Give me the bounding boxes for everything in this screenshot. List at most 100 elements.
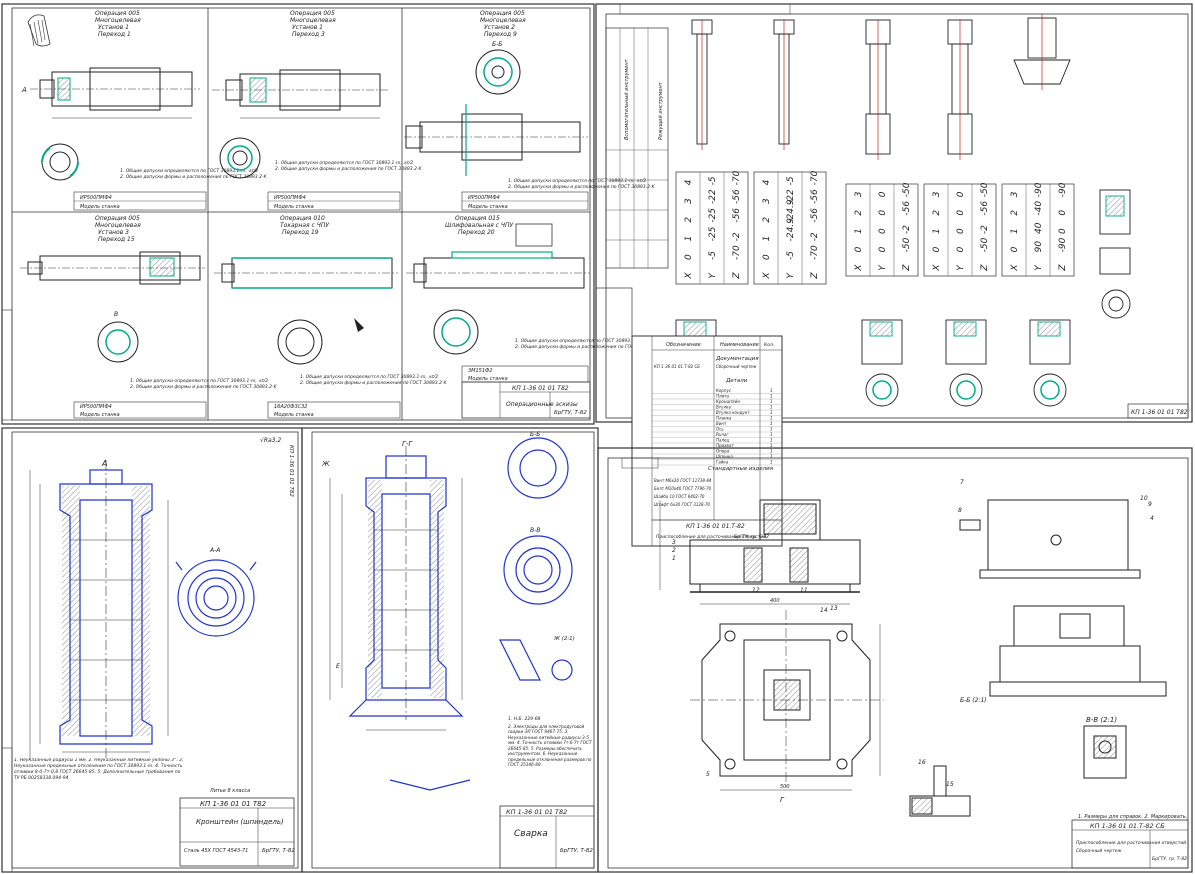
coord-cell-2-1-2: 0 [878, 228, 888, 234]
spec-part-12: Шпонка [716, 454, 733, 459]
sheet-assembly [597, 447, 1193, 873]
coord-cell-3-1-4: 0 [956, 191, 966, 197]
machine-top-2: ИР500ПМФ4 [274, 195, 306, 201]
machine-label-bottom-1: Модель станка [80, 412, 120, 418]
coord-cell-2-0-4: 3 [854, 191, 864, 197]
spec-part-4: Втулка кондукт. [716, 410, 751, 415]
tool-shafts [691, 14, 1071, 160]
weld-body [348, 437, 573, 791]
weld-notes: 2. Электроды для электродуговой сварки Э… [508, 724, 592, 768]
callout-2: 2 [672, 547, 676, 554]
machine-label-top-1: Модель станка [80, 204, 120, 210]
spec-part-7: Ось [716, 427, 724, 432]
weld-section-ee: Е [336, 663, 340, 670]
op005-2-note-1: 1. Общие допуски определяются по ГОСТ 30… [275, 160, 413, 166]
coord-cell-3-2-0: Z [980, 264, 990, 272]
spec-part-qty-11: 1 [770, 449, 773, 454]
op005-3-pass: Переход 9 [484, 31, 517, 38]
weld-view-label: Ж (2:1) [553, 636, 575, 642]
coord-cell-0-0-2: 1 [684, 236, 694, 242]
coord-cell-2-0-2: 1 [854, 228, 864, 234]
op005-3-section: Б-Б [492, 41, 502, 48]
coord-cell-1-0-2: 1 [762, 236, 772, 242]
part-stamp-name: Кронштейн (шпиндель) [196, 818, 284, 826]
coord-cell-1-2-1: -70 [810, 245, 820, 260]
spec-doc-line: КП 1-36 01 01.Т-82 СБ [654, 364, 700, 369]
weld-note-title: 1. Н.Б. 229-68 [508, 716, 541, 722]
stamp-operations-name: Операционные эскизы [506, 401, 578, 408]
coord-cell-1-0-4: 3 [762, 198, 772, 204]
coord-cell-4-2-1: -90 [1058, 237, 1068, 252]
op005-4-section: В [114, 311, 118, 318]
callout-1: 1 [672, 555, 676, 562]
spec-section-std: Стандартные изделия [708, 466, 774, 472]
coord-cell-2-2-1: -50 [902, 237, 912, 252]
sheet-operations: Операция 005 Многоцелевая Установ 1 Пере… [1, 3, 663, 425]
op005-4-pass: Переход 15 [98, 236, 135, 243]
coord-cell-0-2-4: -56 [732, 189, 742, 204]
coord-cell-2-1-3: 0 [878, 210, 888, 216]
op005-1-set: Установ 1 [98, 24, 129, 31]
op005-2-sub: Многоцелевая [290, 17, 336, 24]
part-mass-label: Литье 8 класса [209, 788, 250, 794]
part-stamp-org: БрГТУ, Т-82 [262, 848, 295, 854]
callout-12: 12 [752, 587, 760, 594]
weld-section-zh: Ж [321, 460, 330, 468]
coord-table-values: X01234Y-5-25-25-22-5Z-70-2-56-56-70X0123… [684, 170, 1068, 279]
spec-part-qty-6: 1 [770, 421, 773, 426]
coord-cell-1-0-5: 4 [762, 179, 772, 185]
coord-cell-3-0-3: 2 [932, 210, 942, 216]
op005-4-note-2: 2. Общие допуски формы и расположения по… [130, 384, 278, 390]
machine-top-1: ИР500ПМФ4 [80, 195, 112, 201]
callout-5: 5 [706, 771, 710, 778]
callout-8: 8 [958, 507, 962, 514]
op005-4-title: Операция 005 [95, 215, 140, 222]
op005-2-set: Установ 1 [292, 24, 323, 31]
coord-cell-0-1-4: -22 [708, 189, 718, 204]
machine-bottom-2: 16А20Ф3С32 [274, 404, 307, 410]
coord-cell-2-2-2: -2 [902, 225, 912, 234]
coord-cell-3-0-4: 3 [932, 191, 942, 197]
op010-pass: Переход 19 [282, 229, 319, 236]
op005-3-note-1: 1. Общие допуски определяются по ГОСТ 30… [508, 178, 646, 184]
coord-cell-4-2-4: -90 [1058, 182, 1068, 197]
spec-section-parts: Детали [725, 378, 748, 384]
op015-note-1: 1. Общие допуски определяются по ГОСТ 30… [515, 338, 653, 344]
coord-cell-1-1-0: Y [786, 272, 796, 279]
spec-part-qty-13: 1 [770, 460, 773, 465]
stamp-operations [461, 381, 591, 419]
part-notes: 1. Неуказанные радиусы 1 мм. 2. Неуказан… [14, 758, 184, 781]
machine-label-bottom-2: Модель станка [274, 412, 314, 418]
op010-note-1: 1. Общие допуски определяются по ГОСТ 30… [300, 374, 438, 380]
coord-cell-4-1-0: Y [1034, 264, 1044, 271]
assembly-section-bb: Б-Б (2:1) [960, 697, 987, 704]
callout-11: 11 [800, 587, 808, 594]
op005-1-section-a: А [21, 86, 27, 94]
op015-sub: Шлифовальная с ЧПУ [445, 222, 513, 229]
spec-col-name: Наименование [720, 342, 759, 348]
coord-cell-2-2-0: Z [902, 264, 912, 272]
spec-col-qty: Кол. [764, 342, 774, 348]
assembly-view-g: Г [780, 796, 785, 804]
coord-cell-1-1-2: -24.9 [786, 218, 796, 242]
assembly-stamp-code: КП 1-36 01 01.Т-82 СБ [1090, 822, 1165, 830]
coord-cell-3-1-3: 0 [956, 210, 966, 216]
coord-cell-1-1-5: -5 [786, 176, 796, 185]
coord-cell-4-0-0: X [1010, 264, 1020, 272]
assembly-section-vv-label: В-В (2:1) [1086, 716, 1117, 724]
coord-cell-4-2-3: 0 [1058, 210, 1068, 216]
spec-stamp-org: БрГТУ, гр. Т-82 [734, 534, 769, 540]
assembly-stamp-sub: Сборочный чертеж [1076, 848, 1122, 854]
weld-stamp-code: КП 1-36 01 01 Т82 [506, 808, 567, 816]
assembly-side-view [959, 499, 1141, 579]
spec-part-0: Корпус [716, 388, 732, 393]
coord-cell-0-1-0: Y [708, 272, 718, 279]
machine-rows-bottom [73, 365, 589, 419]
spec-part-qty-12: 1 [770, 454, 773, 459]
assembly-front-view [689, 499, 861, 593]
callout-7: 7 [960, 479, 964, 486]
coord-cell-1-1-3: -24.9 [786, 199, 796, 223]
coord-cell-4-0-3: 2 [1010, 210, 1020, 216]
